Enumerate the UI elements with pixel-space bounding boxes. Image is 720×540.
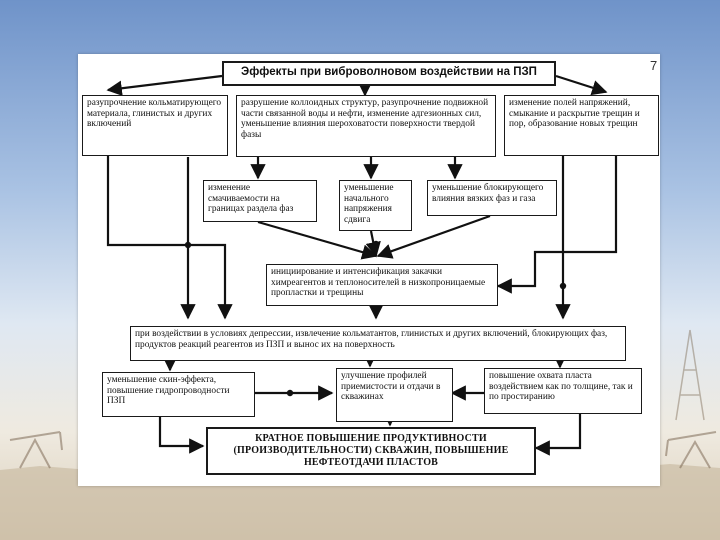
node-n1: разупрочнение кольматирующего материала,… bbox=[82, 95, 228, 156]
node-title: Эффекты при виброволновом воздействии на… bbox=[222, 61, 556, 86]
derrick-icon-right bbox=[675, 329, 705, 421]
node-n6: уменьшение блокирующего влияния вязких ф… bbox=[427, 180, 557, 216]
node-n11: повышение охвата пласта воздействием как… bbox=[484, 368, 642, 414]
node-n8: при воздействии в условиях депрессии, из… bbox=[130, 326, 626, 361]
pumpjack-icon-left bbox=[9, 431, 63, 469]
pumpjack-icon-right bbox=[665, 431, 717, 469]
node-n5: уменьшение начального напряжения сдвига bbox=[339, 180, 412, 231]
node-final: КРАТНОЕ ПОВЫШЕНИЕ ПРОДУКТИВНОСТИ (ПРОИЗВ… bbox=[206, 427, 536, 475]
node-n3: изменение полей напряжений, смыкание и р… bbox=[504, 95, 659, 156]
node-n4: изменение смачиваемости на границах разд… bbox=[203, 180, 317, 222]
node-n7: инициирование и интенсификация закачки х… bbox=[266, 264, 498, 306]
node-n9: уменьшение скин-эффекта, повышение гидро… bbox=[102, 372, 255, 417]
node-n2: разрушение коллоидных структур, разупроч… bbox=[236, 95, 496, 157]
node-n10: улучшение профилей приемистости и отдачи… bbox=[336, 368, 453, 422]
slide-number: 7 bbox=[650, 58, 658, 73]
